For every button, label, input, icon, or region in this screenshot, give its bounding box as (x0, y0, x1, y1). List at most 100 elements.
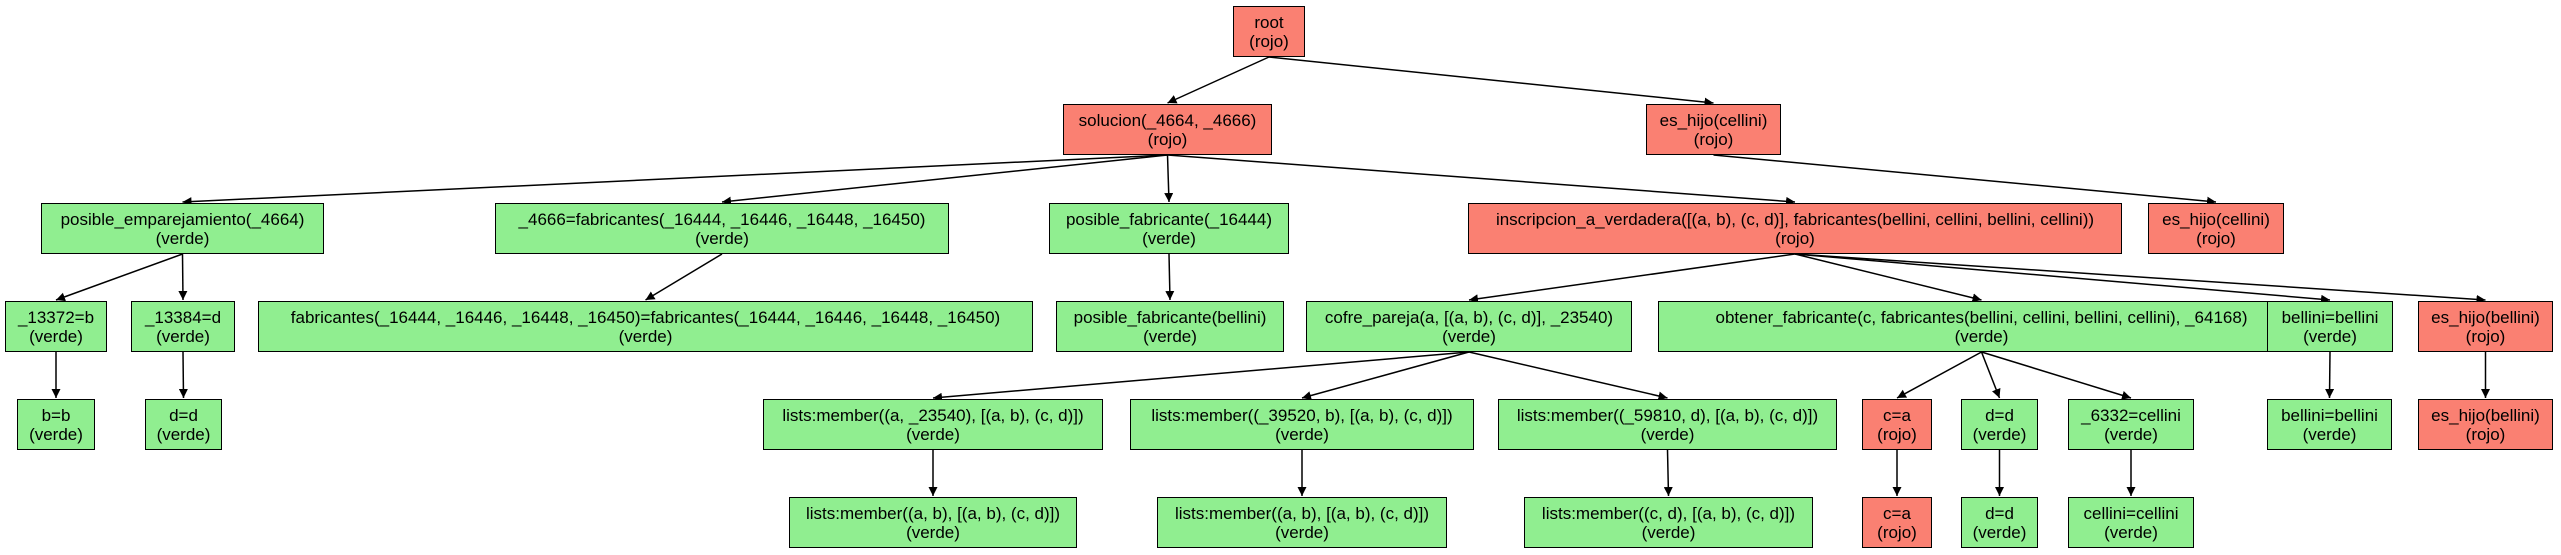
tree-node-status: (verde) (1972, 522, 2027, 542)
tree-edge-n3-n8 (55, 253, 183, 302)
tree-node-label: lists:member((c, d), [(a, b), (c, d)]) (1541, 503, 1796, 523)
tree-node-n15: es_hijo(bellini)(rojo) (2418, 301, 2553, 352)
tree-node-n25: es_hijo(bellini)(rojo) (2418, 399, 2553, 450)
tree-node-status: (rojo) (1147, 129, 1188, 149)
tree-node-n14: bellini=bellini(verde) (2267, 301, 2393, 352)
tree-node-label: b=b (41, 405, 71, 425)
tree-edge-n13-n21 (1896, 351, 1982, 399)
tree-node-status: (verde) (1640, 424, 1695, 444)
tree-node-n12: cofre_pareja(a, [(a, b), (c, d)], _23540… (1306, 301, 1632, 352)
tree-node-n29: c=a(rojo) (1862, 497, 1932, 548)
tree-node-status: (verde) (1442, 326, 1496, 346)
tree-node-label: lists:member((a, _23540), [(a, b), (c, d… (782, 405, 1084, 425)
tree-node-status: (verde) (1275, 522, 1329, 542)
tree-node-n6: inscripcion_a_verdadera([(a, b), (c, d)]… (1468, 203, 2122, 254)
tree-node-status: (verde) (29, 424, 83, 444)
tree-node-n31: cellini=cellini(verde) (2068, 497, 2194, 548)
tree-edge-n20-n28 (1663, 449, 1673, 497)
tree-edge-n1-n3 (182, 154, 1168, 207)
tree-edge-n13-n22 (1980, 351, 2001, 399)
tree-node-n0: root(rojo) (1233, 6, 1305, 57)
tree-node-label: _4666=fabricantes(_16444, _16446, _16448… (518, 209, 926, 229)
tree-node-n2: es_hijo(cellini)(rojo) (1646, 104, 1781, 155)
tree-node-label: lists:member((a, b), [(a, b), (c, d)]) (1174, 503, 1430, 523)
tree-node-label: posible_emparejamiento(_4664) (60, 209, 305, 229)
tree-node-label: bellini=bellini (2281, 405, 2378, 425)
tree-node-label: c=a (1883, 405, 1911, 425)
tree-node-status: (rojo) (1877, 522, 1917, 542)
tree-node-status: (rojo) (2465, 424, 2506, 444)
tree-node-label: obtener_fabricante(c, fabricantes(bellin… (1715, 307, 2248, 327)
tree-node-n30: d=d(verde) (1961, 497, 2038, 548)
tree-node-n22: d=d(verde) (1961, 399, 2038, 450)
tree-node-label: es_hijo(cellini) (2162, 209, 2270, 229)
tree-node-n19: lists:member((_39520, b), [(a, b), (c, d… (1130, 399, 1474, 450)
tree-node-n11: posible_fabricante(bellini)(verde) (1056, 301, 1284, 352)
tree-edge-n2-n7 (1713, 154, 2217, 206)
tree-node-n10: fabricantes(_16444, _16446, _16448, _164… (258, 301, 1033, 352)
tree-node-n26: lists:member((a, b), [(a, b), (c, d)])(v… (789, 497, 1077, 548)
tree-node-status: (verde) (1954, 326, 2009, 346)
tree-node-n17: d=d(verde) (145, 399, 222, 450)
tree-node-label: es_hijo(bellini) (2431, 307, 2540, 327)
tree-node-n9: _13384=d(verde) (131, 301, 235, 352)
tree-node-status: (rojo) (1249, 31, 1289, 51)
tree-node-label: es_hijo(bellini) (2431, 405, 2540, 425)
tree-node-status: (verde) (2104, 522, 2158, 542)
tree-edge-n6-n12 (1468, 253, 1796, 304)
tree-node-n13: obtener_fabricante(c, fabricantes(bellin… (1658, 301, 2305, 352)
tree-node-status: (rojo) (2196, 228, 2236, 248)
tree-node-status: (verde) (906, 522, 960, 542)
tree-node-n18: lists:member((a, _23540), [(a, b), (c, d… (763, 399, 1103, 450)
tree-node-label: inscripcion_a_verdadera([(a, b), (c, d)]… (1495, 209, 2095, 229)
tree-node-label: posible_fabricante(bellini) (1073, 307, 1267, 327)
tree-node-status: (verde) (2303, 326, 2357, 346)
tree-node-n4: _4666=fabricantes(_16444, _16446, _16448… (495, 203, 949, 254)
tree-node-status: (verde) (156, 326, 210, 346)
tree-node-label: d=d (1985, 503, 2014, 523)
tree-node-status: (verde) (1972, 424, 2027, 444)
tree-edge-n0-n2 (1268, 56, 1714, 107)
tree-node-status: (verde) (618, 326, 673, 346)
tree-node-label: _13384=d (144, 307, 222, 327)
tree-edge-n14-n24 (2325, 351, 2335, 399)
tree-node-n21: c=a(rojo) (1862, 399, 1932, 450)
tree-node-n16: b=b(verde) (17, 399, 95, 450)
tree-node-n20: lists:member((_59810, d), [(a, b), (c, d… (1498, 399, 1837, 450)
tree-node-label: d=d (1985, 405, 2014, 425)
tree-node-label: lists:member((_59810, d), [(a, b), (c, d… (1516, 405, 1819, 425)
tree-node-status: (verde) (29, 326, 83, 346)
tree-edge-n6-n15 (1794, 253, 2486, 304)
tree-node-label: d=d (169, 405, 198, 425)
tree-node-label: fabricantes(_16444, _16446, _16448, _164… (290, 307, 1001, 327)
tree-node-label: cofre_pareja(a, [(a, b), (c, d)], _23540… (1324, 307, 1614, 327)
tree-node-n7: es_hijo(cellini)(rojo) (2148, 203, 2284, 254)
tree-node-n23: _6332=cellini(verde) (2068, 399, 2194, 450)
tree-node-n28: lists:member((c, d), [(a, b), (c, d)])(v… (1524, 497, 1813, 548)
tree-node-label: root (1254, 12, 1284, 32)
tree-edge-n13-n23 (1981, 351, 2132, 400)
tree-node-status: (verde) (695, 228, 749, 248)
tree-edge-n4-n10 (645, 253, 723, 301)
tree-edge-n12-n20 (1468, 351, 1668, 401)
tree-node-status: (verde) (1275, 424, 1329, 444)
tree-node-label: _6332=cellini (2081, 405, 2181, 425)
tree-node-status: (verde) (2302, 424, 2357, 444)
tree-edge-n1-n4 (721, 154, 1168, 206)
tree-node-label: es_hijo(cellini) (1659, 110, 1768, 130)
tree-node-label: lists:member((a, b), [(a, b), (c, d)]) (805, 503, 1061, 523)
tree-node-label: c=a (1883, 503, 1911, 523)
tree-node-status: (rojo) (2465, 326, 2506, 346)
tree-node-status: (rojo) (1775, 228, 1815, 248)
tree-node-label: posible_fabricante(_16444) (1065, 209, 1273, 229)
tree-edge-n3-n9 (178, 253, 188, 301)
tree-node-status: (verde) (155, 228, 210, 248)
tree-node-label: cellini=cellini (2083, 503, 2179, 523)
tree-edge-n5-n11 (1165, 253, 1175, 301)
tree-node-status: (verde) (156, 424, 211, 444)
tree-edge-n6-n14 (1794, 253, 2331, 304)
tree-node-n27: lists:member((a, b), [(a, b), (c, d)])(v… (1157, 497, 1447, 548)
tree-node-n1: solucion(_4664, _4666)(rojo) (1063, 104, 1272, 155)
tree-node-status: (verde) (1142, 228, 1196, 248)
tree-node-label: bellini=bellini (2281, 307, 2379, 327)
